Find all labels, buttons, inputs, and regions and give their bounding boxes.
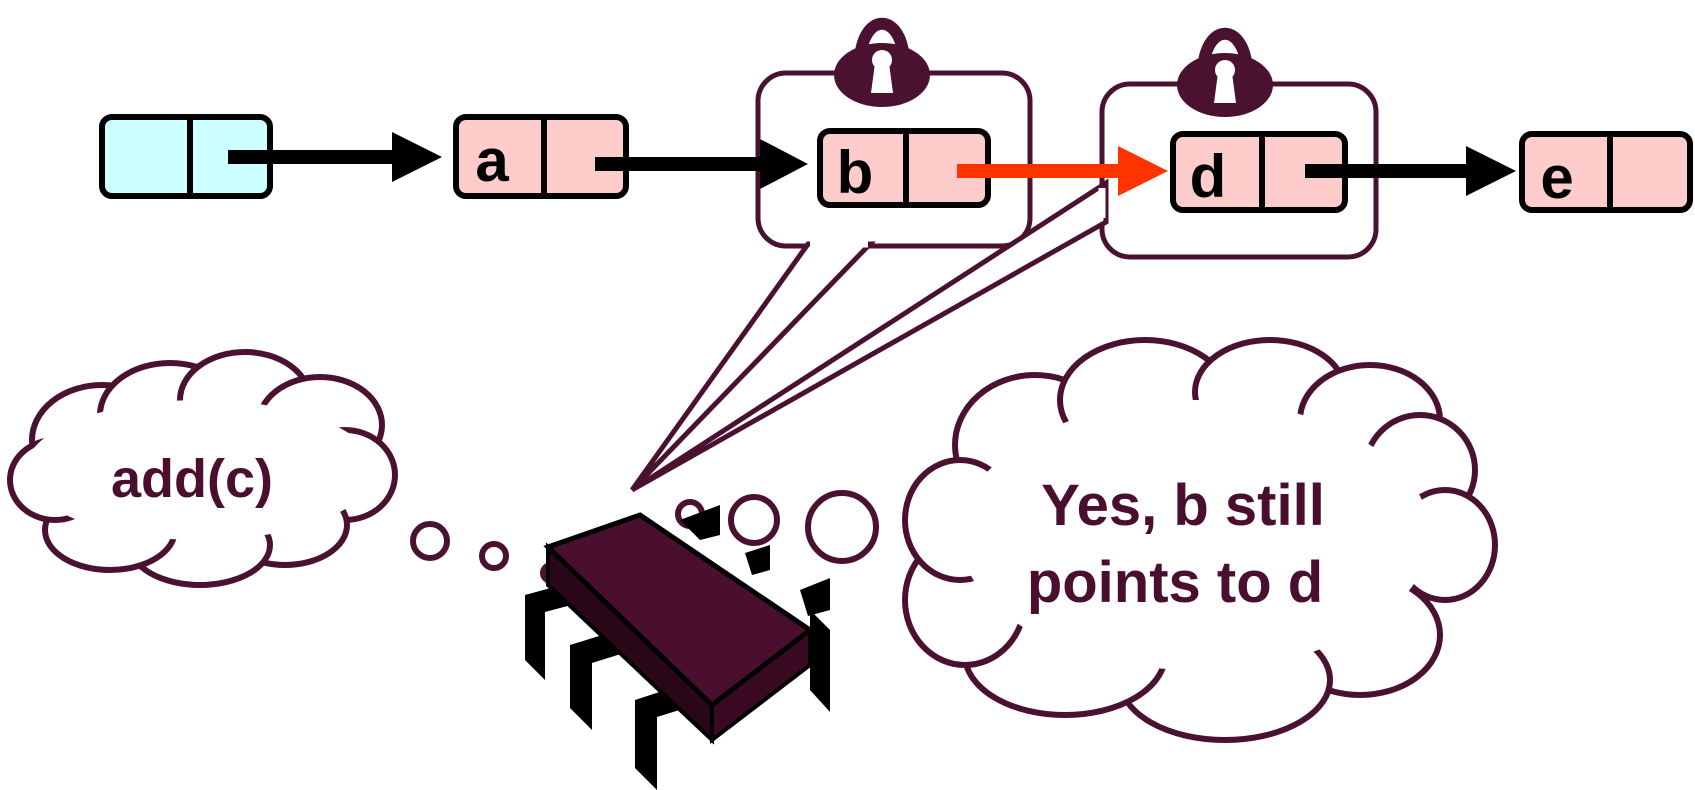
node-label-e: e bbox=[1540, 144, 1573, 211]
callout-to-d bbox=[630, 178, 1109, 493]
thought-text-line1: Yes, b still bbox=[1041, 473, 1325, 538]
list-node-d: d bbox=[1170, 131, 1348, 213]
thought-text-add: add(c) bbox=[111, 449, 273, 509]
thought-cloud-icon-right: Yes, b still points to d bbox=[902, 337, 1498, 743]
node-label-d: d bbox=[1190, 143, 1227, 210]
list-node-e: e bbox=[1519, 131, 1693, 213]
edge-d-e bbox=[1305, 146, 1516, 196]
thought-bubble-1 bbox=[410, 521, 450, 561]
thought-bubble-6 bbox=[805, 490, 879, 564]
thought-text-line2: points to d bbox=[1027, 550, 1323, 615]
thought-cloud-icon-left: add(c) bbox=[7, 349, 398, 588]
thought-bubble-5 bbox=[728, 494, 780, 546]
node-label-b: b bbox=[837, 139, 874, 206]
thought-bubble-2 bbox=[479, 541, 509, 571]
processor-chip-icon bbox=[525, 505, 830, 790]
edge-b-d-highlight bbox=[957, 146, 1168, 196]
list-node-a: a bbox=[453, 114, 629, 199]
edge-head-a bbox=[228, 132, 442, 182]
edge-a-b bbox=[595, 139, 808, 189]
padlock-icon-b bbox=[834, 17, 930, 107]
list-node-head bbox=[99, 114, 273, 199]
padlock-icon-d bbox=[1177, 27, 1273, 117]
node-label-a: a bbox=[475, 127, 509, 194]
